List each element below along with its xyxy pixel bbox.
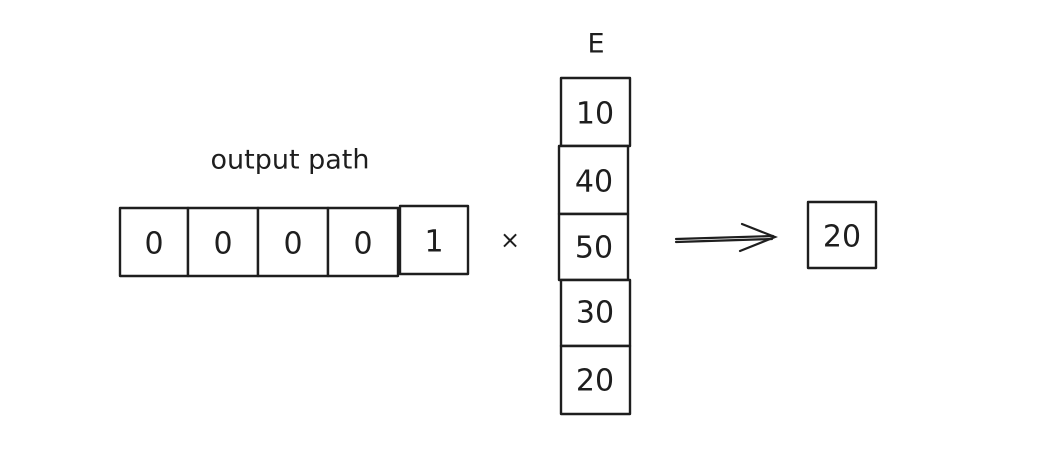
output-path-cell-box xyxy=(326,206,400,278)
embedding-cell-3: 30 xyxy=(576,296,614,331)
result-cell-0: 20 xyxy=(823,220,861,255)
output-path-cell-0: 0 xyxy=(144,227,163,262)
embedding-cell-2: 50 xyxy=(575,231,613,266)
multiply-operator: × xyxy=(500,226,520,254)
right-arrow-icon xyxy=(674,222,778,253)
result-cell-box xyxy=(806,200,878,270)
embedding-cell-0: 10 xyxy=(576,97,614,132)
output-path-cell-1: 0 xyxy=(213,227,232,262)
embedding-cell-box xyxy=(559,76,632,148)
embedding-cell-4: 20 xyxy=(576,364,614,399)
embedding-vector: 10 40 50 30 20 xyxy=(557,76,632,416)
output-path-cell-2: 0 xyxy=(283,227,302,262)
output-path-vector: 0 0 0 0 1 xyxy=(118,204,470,278)
embedding-cell-box xyxy=(559,344,632,416)
embedding-label: E xyxy=(587,29,604,60)
embedding-cell-1: 40 xyxy=(575,165,613,200)
output-path-cell-box xyxy=(256,206,330,278)
output-path-cell-box xyxy=(186,206,260,278)
embedding-cell-box xyxy=(557,212,630,282)
output-path-cell-box xyxy=(398,204,470,276)
output-path-label: output path xyxy=(210,145,369,176)
output-path-cell-4: 1 xyxy=(424,225,443,260)
output-path-cell-box xyxy=(118,206,190,278)
output-path-cell-3: 0 xyxy=(353,227,372,262)
result-vector: 20 xyxy=(806,200,878,270)
